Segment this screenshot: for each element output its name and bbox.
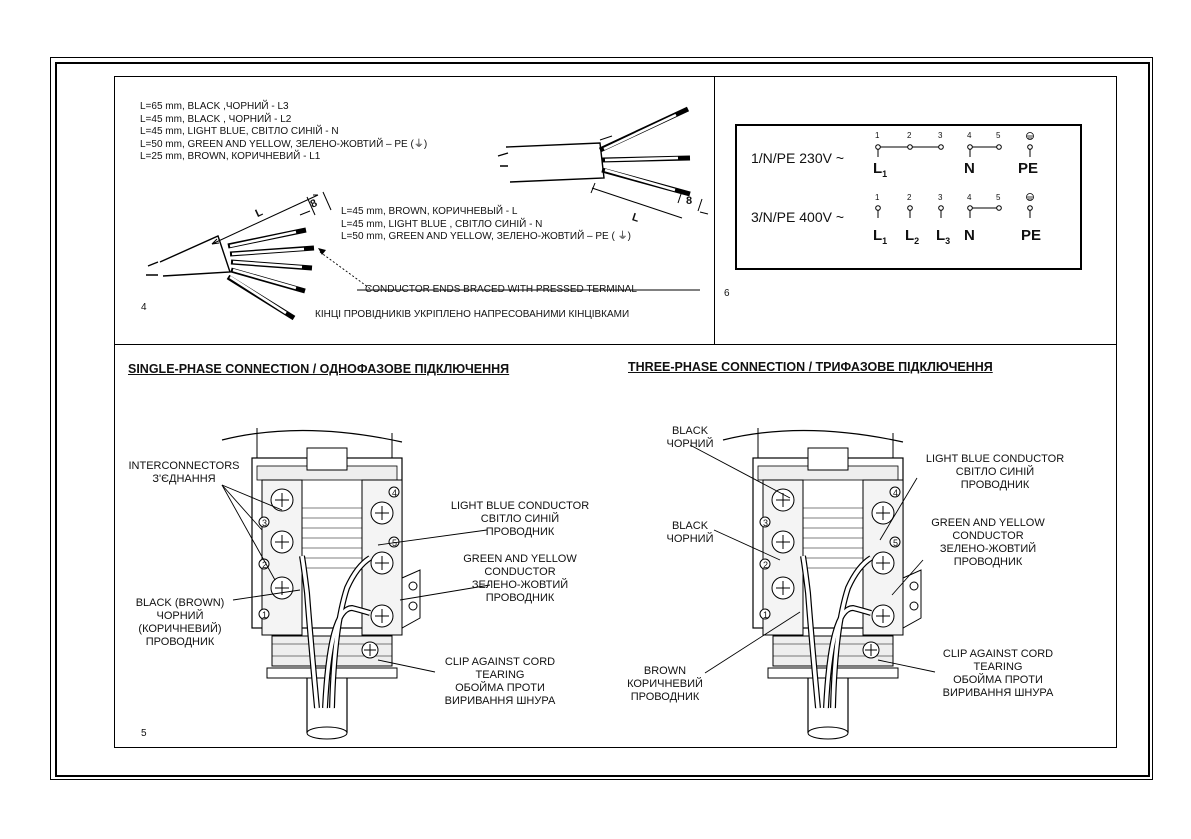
tp-t2: 2 — [763, 560, 769, 570]
scheme-row1-label: 1/N/PE 230V ~ — [751, 150, 845, 166]
sp-t2: 2 — [262, 560, 268, 570]
horizontal-divider — [114, 344, 1116, 345]
tp-t4: 4 — [893, 488, 899, 498]
wire-spec-n: L=45 mm, LIGHT BLUE, СВІТЛО СИНІЙ - N — [140, 126, 339, 137]
row2-pe: PE — [1021, 227, 1042, 244]
conductor-ends-ua: КІНЦІ ПРОВІДНИКІВ УКРІПЛЕНО НАПРЕСОВАНИМ… — [315, 309, 630, 320]
single-phase-title: SINGLE-PHASE CONNECTION / ОДНОФАЗОВЕ ПІД… — [128, 362, 510, 376]
sp-t5: 5 — [392, 538, 398, 548]
t5-r1: 5 — [996, 131, 1001, 140]
outer-frame-inner — [55, 62, 1150, 777]
row1-pe: PE — [1018, 160, 1039, 177]
t1-r1: 1 — [875, 131, 880, 140]
wire-spec-list-top: L=65 mm, BLACK ,ЧОРНИЙ - L3 L=45 mm, BLA… — [140, 101, 427, 164]
t4-r1: 4 — [967, 131, 972, 140]
figure-5-number: 5 — [141, 728, 147, 739]
outer-frame — [50, 57, 1153, 780]
row1-n: N — [964, 160, 975, 177]
t5-r2: 5 — [996, 193, 1001, 202]
content-panel — [114, 76, 1117, 748]
row2-l2: L2 — [905, 227, 920, 246]
row2-l3: L3 — [936, 227, 951, 246]
tp-t1: 1 — [763, 610, 769, 620]
single-phase-block — [222, 428, 420, 739]
three-phase-block — [723, 428, 921, 739]
row1-l1: L1 — [873, 160, 888, 179]
figure-4-number: 4 — [141, 302, 147, 313]
tp-t3: 3 — [763, 518, 769, 528]
sp-t3: 3 — [262, 518, 268, 528]
terminal-scheme-box — [735, 124, 1082, 270]
t2-r2: 2 — [907, 193, 912, 202]
t3-r2: 3 — [938, 193, 943, 202]
row2-l1: L1 — [873, 227, 888, 246]
t2-r1: 2 — [907, 131, 912, 140]
wire-spec-pe: L=50 mm, GREEN AND YELLOW, ЗЕЛЕНО-ЖОВТИЙ… — [140, 138, 428, 150]
vertical-divider — [714, 76, 715, 344]
wire-spec-l1: L=25 mm, BROWN, КОРИЧНЕВИЙ - L1 — [140, 151, 321, 162]
wire-spec-l3: L=65 mm, BLACK ,ЧОРНИЙ - L3 — [140, 101, 289, 112]
wire-spec-l: L=45 mm, BROWN, КОРИЧНЕВЫЙ - L — [341, 206, 518, 217]
sp-t1: 1 — [262, 610, 268, 620]
wire-spec-list-mid: L=45 mm, BROWN, КОРИЧНЕВЫЙ - L L=45 mm, … — [341, 206, 631, 244]
scheme-row2-label: 3/N/PE 400V ~ — [751, 209, 845, 225]
tp-t5: 5 — [893, 538, 899, 548]
dim-8-right: 8 — [686, 195, 693, 207]
sp-t4: 4 — [392, 488, 398, 498]
wire-spec-l2: L=45 mm, BLACK , ЧОРНИЙ - L2 — [140, 113, 292, 125]
t3-r1: 3 — [938, 131, 943, 140]
row2-n: N — [964, 227, 975, 244]
wire-spec-pe-mid: L=50 mm, GREEN AND YELLOW, ЗЕЛЕНО-ЖОВТИЙ… — [341, 231, 631, 242]
black-brown-label: BLACK (BROWN)ЧОРНИЙ(КОРИЧНЕВИЙ)ПРОВОДНИК — [135, 597, 225, 648]
conductor-ends-en: CONDUCTOR ENDS BRACED WITH PRESSED TERMI… — [365, 284, 637, 295]
t4-r2: 4 — [967, 193, 972, 202]
wire-spec-n-mid: L=45 mm, LIGHT BLUE , СВІТЛО СИНІЙ - N — [341, 218, 543, 230]
three-phase-title: THREE-PHASE CONNECTION / ТРИФАЗОВЕ ПІДКЛ… — [628, 360, 993, 374]
t1-r2: 1 — [875, 193, 880, 202]
figure-6-number: 6 — [724, 288, 730, 299]
